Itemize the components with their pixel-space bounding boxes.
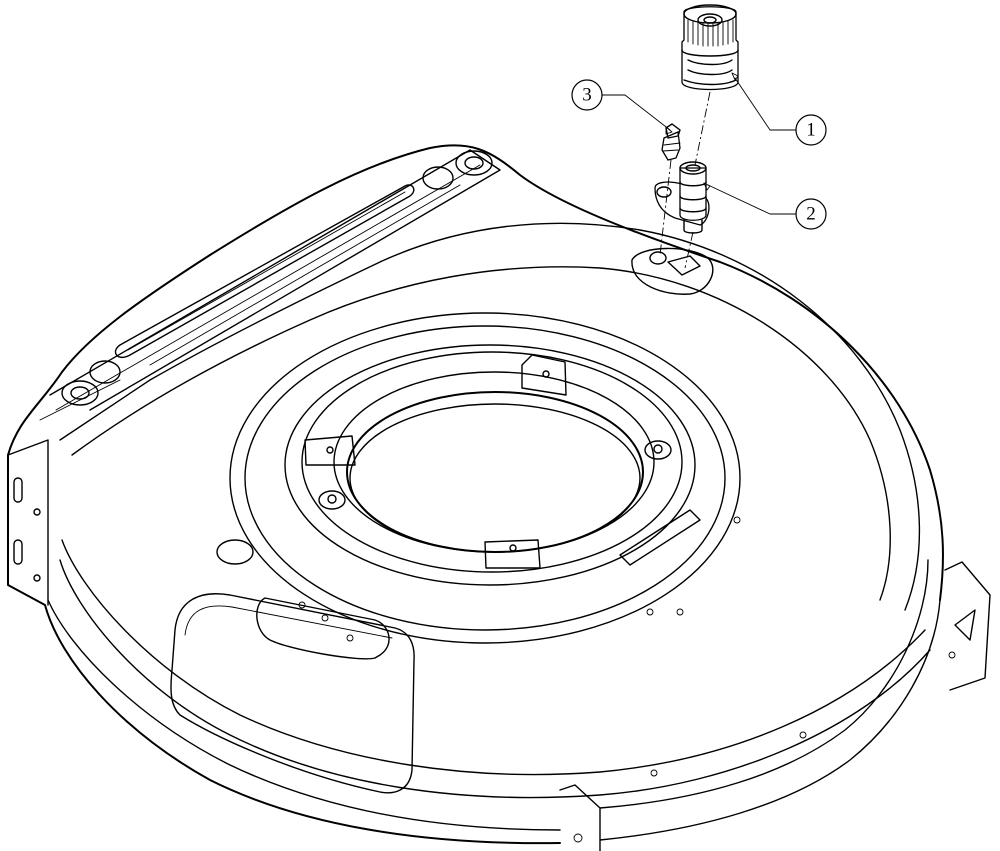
- callout-1: 1: [795, 114, 827, 146]
- callout-2: 2: [795, 198, 827, 230]
- assembly-center-lines: [659, 91, 711, 269]
- callout-1-label: 1: [806, 120, 816, 141]
- callout-2-label: 2: [806, 204, 816, 225]
- part-3-plug: [661, 123, 681, 161]
- callout-3: 3: [571, 79, 603, 111]
- part-2-washout-port-fitting: [654, 161, 710, 234]
- callout-leaders: [601, 72, 797, 215]
- callout-3-label: 3: [582, 85, 592, 106]
- mower-deck: [7, 144, 991, 851]
- part-1-hose-connector: [681, 4, 739, 91]
